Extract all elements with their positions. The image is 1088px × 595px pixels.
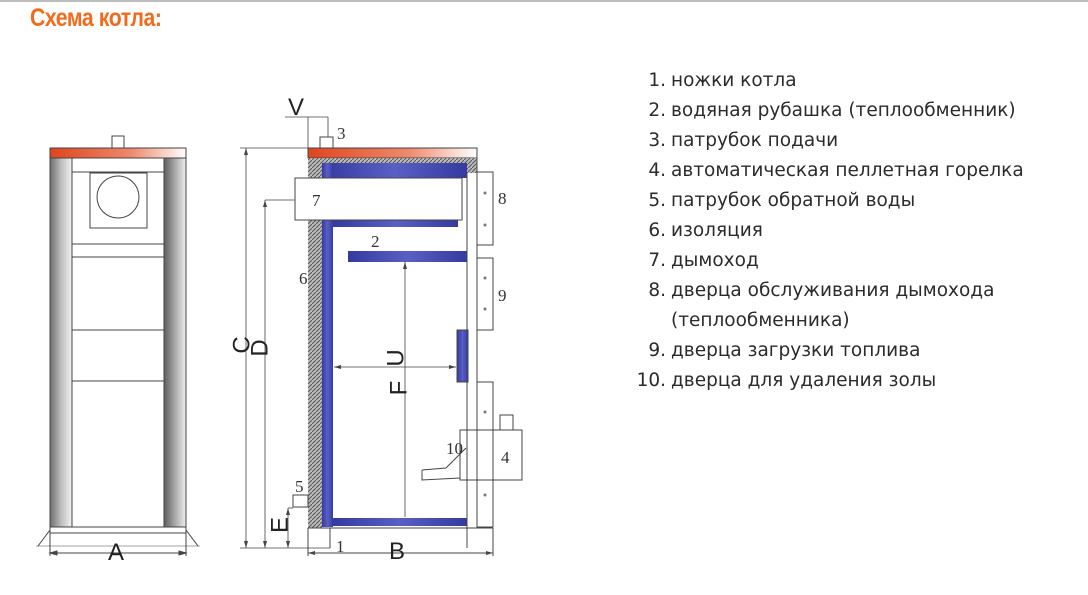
legend-item: 3.патрубок подачи [648,130,839,151]
ash-door [476,381,494,528]
dimension-b-label: B [389,538,405,565]
top-cover-front [49,147,187,159]
legend-item: 4.автоматическая пеллетная горелка [648,160,1024,181]
pellet-burner [459,429,523,481]
part-label-4: 4 [501,448,510,467]
part-label-9: 9 [498,286,507,305]
part-label-6: 6 [299,269,308,288]
dimension-c-label: C [228,336,255,353]
part-label-1: 1 [336,537,345,556]
right-column [163,157,187,528]
flue-service-door [476,171,494,246]
return-pipe [292,494,309,508]
legend-item: 6.изоляция [648,220,763,241]
top-cover [307,147,478,159]
legend-item: 10.дверца для удаления золы [636,370,937,391]
part-label-2: 2 [371,232,380,251]
insulation [308,158,322,528]
water-jacket-wall [322,163,333,527]
part-label-8: 8 [498,189,507,208]
legend-item: 8.дверца обслуживания дымохода [648,280,995,301]
part-label-10: 10 [446,439,463,458]
part-label-7: 7 [312,191,321,210]
legend-item: 1.ножки котла [648,70,797,91]
page-title: Схема котла: [30,4,162,32]
dimension-e-label: E [266,517,293,533]
flue [294,177,463,221]
legend-item: 9.дверца загрузки топлива [648,340,921,361]
dimension-v-label: V [288,94,304,121]
part-label-5: 5 [295,477,304,496]
legend-item: (теплообменника) [671,310,850,331]
fuel-loading-door [476,257,494,331]
legend-item: 7.дымоход [648,250,759,271]
dimension-lines [240,116,456,549]
left-column [49,157,73,528]
flue-outlet-circle [96,175,140,219]
legend-item: 5.патрубок обратной воды [648,190,916,211]
part-label-3: 3 [337,124,346,143]
dimension-a-label: A [108,539,124,566]
top-divider [0,0,1088,2]
water-jacket-top [322,163,467,178]
supply-pipe [319,136,334,149]
dimension-d-label: D [246,339,273,356]
side-view [292,136,523,556]
water-jacket-baffle [348,251,467,262]
legend-item: 2.водяная рубашка (теплообменник) [648,100,1016,121]
parts-legend: 1.ножки котла 2.водяная рубашка (теплооб… [620,66,1024,396]
peephole [456,329,469,383]
supply-pipe-front [111,135,125,149]
dimension-u-label: U [382,349,409,366]
front-view [36,135,200,556]
dimension-f-label: F [385,381,412,396]
burner-motor [499,414,514,431]
